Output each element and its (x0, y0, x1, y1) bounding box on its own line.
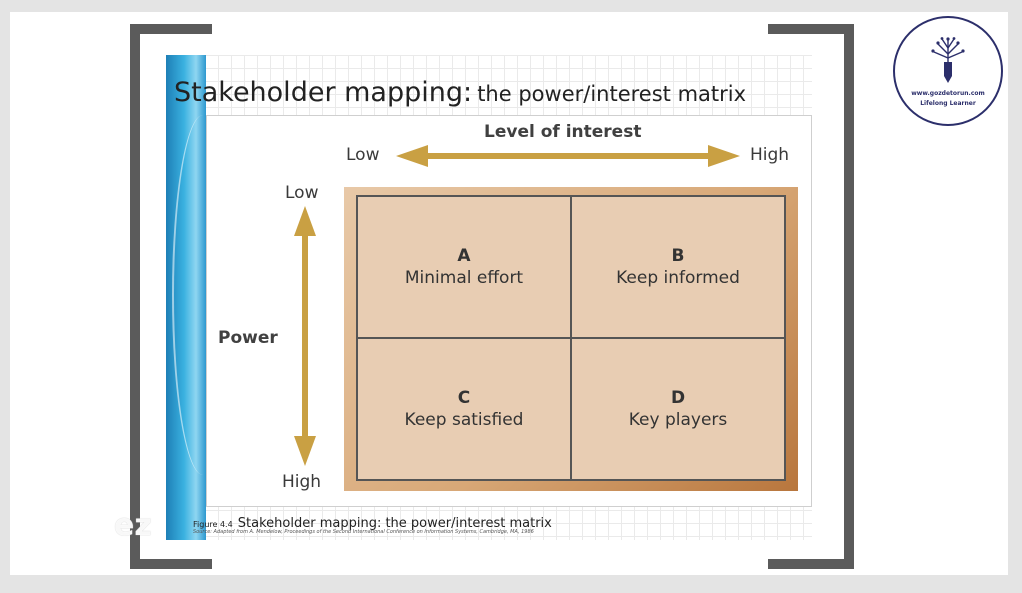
x-axis-title: Level of interest (484, 122, 642, 142)
x-axis-high-label: High (750, 145, 790, 165)
quadrant-a: A Minimal effort (357, 196, 571, 338)
frame-bracket-right-top (768, 24, 854, 34)
watermark: ez (114, 508, 152, 543)
frame-bracket-right-vertical (844, 24, 854, 569)
quadrant-letter: B (671, 246, 685, 266)
quadrant-d: D Key players (571, 338, 785, 480)
quadrant-letter: C (457, 388, 471, 408)
y-axis-title: Power (218, 328, 278, 348)
tree-pencil-icon (931, 37, 965, 83)
power-arrow-icon (294, 206, 316, 466)
slide-title-sub: the power/interest matrix (477, 82, 747, 106)
quadrant-label: Key players (628, 410, 728, 430)
logo: www.gozdetorun.com Lifelong Learner (893, 16, 1003, 126)
quadrant-c: C Keep satisfied (357, 338, 571, 480)
slide-title-main: Stakeholder mapping: (174, 77, 473, 108)
figure-caption-text: Stakeholder mapping: the power/interest … (237, 516, 552, 531)
frame-bracket-left-top (130, 24, 212, 34)
quadrant-label: Keep informed (616, 268, 740, 288)
quadrant-letter: A (457, 246, 471, 266)
figure-caption: Figure 4.4 Stakeholder mapping: the powe… (193, 512, 552, 531)
frame-bracket-left-vertical (130, 24, 140, 569)
y-axis-high-label: High (282, 472, 322, 492)
quadrant-letter: D (670, 388, 686, 408)
frame-bracket-right-bottom (768, 559, 854, 569)
quadrant-label: Keep satisfied (404, 410, 524, 430)
quadrant-b: B Keep informed (571, 196, 785, 338)
quadrant-label: Minimal effort (404, 268, 524, 288)
logo-url: www.gozdetorun.com (911, 90, 985, 97)
figure-source: Source: Adapted from A. Mendelow, Procee… (193, 529, 534, 535)
x-axis-low-label: Low (346, 145, 380, 165)
slide-side-stripe (166, 55, 206, 540)
interest-arrow-icon (396, 145, 740, 167)
slide-title: Stakeholder mapping: the power/interest … (174, 77, 746, 108)
y-axis-low-label: Low (285, 183, 319, 203)
logo-tagline: Lifelong Learner (920, 100, 976, 107)
matrix: A Minimal effort B Keep informed C Keep … (356, 195, 786, 481)
figure-number: Figure 4.4 (193, 520, 233, 529)
frame-bracket-left-bottom (130, 559, 212, 569)
